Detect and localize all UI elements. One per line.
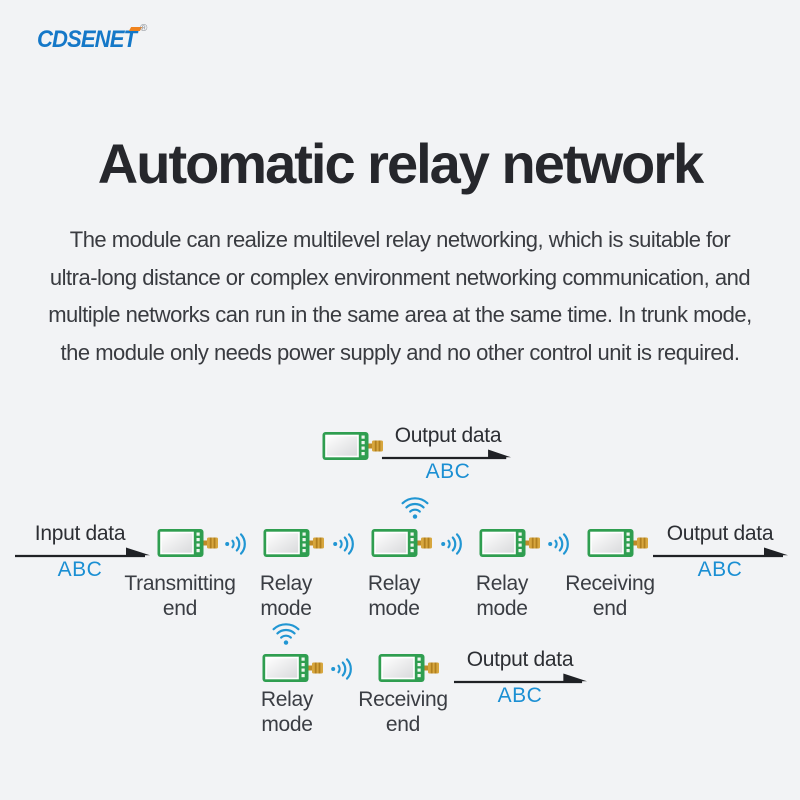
node-label-relay-mode: Relay mode (259, 572, 313, 620)
rf-module-icon (322, 431, 384, 461)
rf-module-icon (479, 528, 541, 558)
top-abc-label: ABC (425, 460, 471, 483)
node-label-relay-mode: Relay mode (367, 572, 421, 620)
flow-arrow-icon (14, 544, 150, 558)
wifi-up-icon (399, 493, 431, 521)
rf-module-icon (262, 653, 324, 683)
flow-arrow-icon (652, 544, 788, 558)
node-label-receiving-end: Receiving end (358, 688, 448, 736)
description-line: the module only needs power supply and n… (60, 339, 740, 365)
wifi-up-icon (270, 619, 302, 647)
wifi-signal-icon (332, 531, 358, 557)
node-label-relay-mode: Relay mode (475, 572, 529, 620)
rf-module-icon (587, 528, 649, 558)
wifi-signal-icon (440, 531, 466, 557)
node-label-relay-mode: Relay mode (260, 688, 314, 736)
output-data-label: Output data (666, 522, 774, 545)
page-title: Automatic relay network (97, 132, 704, 195)
flow-arrow-icon (381, 446, 511, 460)
output-abc-label: ABC (697, 558, 743, 581)
wifi-signal-icon (330, 656, 356, 682)
description-line: multiple networks can run in the same ar… (48, 302, 752, 327)
flow-arrow-icon (453, 670, 587, 684)
description-line: The module can realize multilevel relay … (69, 227, 731, 252)
input-abc-label: ABC (57, 558, 103, 581)
rf-module-icon (263, 528, 325, 558)
input-data-label: Input data (34, 522, 126, 545)
brand-logo-text: CDSENET (37, 26, 137, 53)
bottom-abc-label: ABC (497, 684, 543, 707)
bottom-output-data-label: Output data (466, 648, 574, 671)
node-label-transmitting-end: Transmitting end (124, 572, 236, 620)
rf-module-icon (157, 528, 219, 558)
description-line: ultra-long distance or complex environme… (49, 264, 751, 290)
wifi-signal-icon (224, 531, 250, 557)
registered-trademark-icon: ® (140, 23, 148, 34)
brand-logo: CDSENET ® (37, 23, 148, 53)
wifi-signal-icon (547, 531, 573, 557)
description-paragraph: The module can realize multilevel relay … (0, 221, 800, 371)
rf-module-icon (378, 653, 440, 683)
node-label-receiving-end: Receiving end (565, 572, 655, 620)
rf-module-icon (371, 528, 433, 558)
top-output-data-label: Output data (394, 424, 502, 447)
